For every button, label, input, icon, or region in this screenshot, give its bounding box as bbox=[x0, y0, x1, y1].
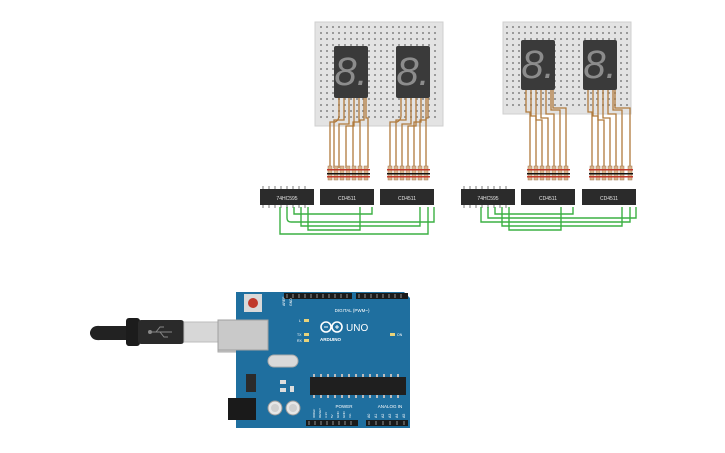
chip-label: 74HC595 bbox=[276, 196, 297, 202]
smd-component bbox=[290, 386, 294, 392]
chip-label: CD4511 bbox=[539, 196, 557, 202]
display-digit: 8. bbox=[334, 50, 367, 94]
svg-text:GND: GND bbox=[342, 411, 346, 419]
seven-segment-display-2b[interactable]: 8. bbox=[583, 40, 617, 90]
gnd-label: GND bbox=[289, 298, 293, 306]
green-wires-2[interactable] bbox=[480, 207, 637, 231]
led-rx-label: RX bbox=[297, 339, 303, 343]
analog-header[interactable] bbox=[366, 420, 408, 426]
arduino-logo-icon bbox=[320, 321, 343, 333]
aref-label: AREF bbox=[282, 297, 286, 306]
power-label: POWER bbox=[335, 404, 353, 409]
smd-component bbox=[280, 388, 286, 392]
led-indicators: L TX RX ON bbox=[297, 319, 403, 343]
display-digit: 8. bbox=[396, 50, 429, 94]
seven-segment-display-2a[interactable]: 8. bbox=[521, 40, 555, 90]
signal-wires-2[interactable] bbox=[525, 90, 631, 168]
power-jack bbox=[228, 398, 256, 420]
svg-text:5V: 5V bbox=[330, 414, 334, 418]
digital-label: DIGITAL (PWM~) bbox=[335, 308, 370, 313]
svg-text:A1: A1 bbox=[374, 414, 378, 418]
svg-text:A0: A0 bbox=[367, 414, 371, 418]
led-l-label: L bbox=[299, 319, 301, 323]
atmega-chip[interactable] bbox=[310, 374, 406, 398]
seven-segment-display-1a[interactable]: 8. bbox=[334, 46, 368, 98]
display-group-1: 8. 8. bbox=[260, 21, 444, 235]
led-tx-label: TX bbox=[297, 333, 302, 337]
arduino-uno-board[interactable]: AREF GND DIGITAL (PWM~) L TX RX ON UNO A… bbox=[217, 292, 410, 428]
svg-text:IOREF: IOREF bbox=[312, 409, 316, 418]
bottom-header-pins bbox=[308, 421, 405, 425]
svg-text:A2: A2 bbox=[381, 414, 385, 418]
chip-label: CD4511 bbox=[398, 196, 416, 202]
svg-text:GND: GND bbox=[336, 411, 340, 419]
shift-register-chip-1[interactable]: 74HC595 bbox=[260, 189, 314, 205]
svg-text:A5: A5 bbox=[402, 414, 406, 418]
chip-label: CD4511 bbox=[600, 196, 618, 202]
resistor-bank-2[interactable] bbox=[527, 165, 633, 181]
capacitors bbox=[267, 400, 301, 416]
signal-wires-1[interactable] bbox=[329, 98, 429, 168]
smd-component bbox=[280, 380, 286, 384]
shift-register-chip-2[interactable]: 74HC595 bbox=[461, 189, 515, 205]
svg-text:3.3V: 3.3V bbox=[324, 412, 328, 418]
brand-label: ARDUINO bbox=[320, 337, 341, 342]
svg-text:RESET: RESET bbox=[318, 408, 322, 418]
decoder-chip-1b[interactable]: CD4511 bbox=[380, 189, 434, 205]
svg-text:A3: A3 bbox=[388, 414, 392, 418]
on-label: ON bbox=[397, 333, 403, 337]
power-pin-labels: IOREF RESET 3.3V 5V GND GND Vin bbox=[312, 408, 352, 418]
decoder-chip-1a[interactable]: CD4511 bbox=[320, 189, 374, 205]
chip-label: 74HC595 bbox=[477, 196, 498, 202]
usb-b-connector bbox=[217, 319, 269, 351]
reset-button[interactable] bbox=[244, 294, 262, 312]
voltage-regulator bbox=[246, 374, 256, 392]
chip-label: CD4511 bbox=[338, 196, 356, 202]
seven-segment-display-1b[interactable]: 8. bbox=[396, 46, 430, 98]
svg-text:A4: A4 bbox=[395, 414, 399, 418]
display-digit: 8. bbox=[521, 43, 554, 87]
display-group-2: 8. 8. bbox=[461, 21, 637, 231]
usb-icon bbox=[148, 326, 172, 338]
svg-text:Vin: Vin bbox=[348, 413, 352, 418]
display-digit: 8. bbox=[583, 43, 616, 87]
model-label: UNO bbox=[346, 323, 368, 334]
crystal-oscillator bbox=[267, 354, 299, 368]
analog-pin-labels: A0 A1 A2 A3 A4 A5 bbox=[367, 414, 406, 418]
green-wires-1[interactable] bbox=[279, 207, 435, 235]
analog-label: ANALOG IN bbox=[378, 404, 403, 409]
decoder-chip-2a[interactable]: CD4511 bbox=[521, 189, 575, 205]
decoder-chip-2b[interactable]: CD4511 bbox=[582, 189, 636, 205]
resistor-bank-1[interactable] bbox=[327, 165, 430, 181]
